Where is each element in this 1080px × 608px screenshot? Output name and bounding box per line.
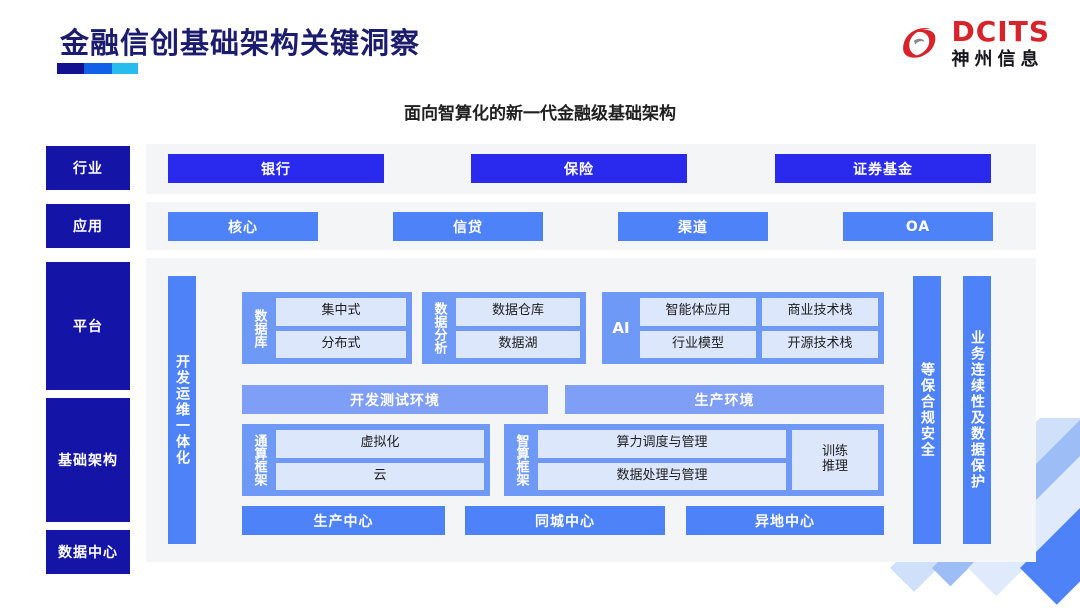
- environment-label: 生产环境: [694, 392, 755, 409]
- platform-group-data-analytics: 数据分析 数据仓库 数据湖: [422, 292, 586, 364]
- infra-cell[interactable]: 数据处理与管理: [538, 462, 786, 490]
- group-label: 数据分析: [431, 302, 447, 354]
- pillar-label: 等保合规安全: [919, 362, 935, 458]
- industry-label: 银行: [261, 161, 291, 178]
- infra-cell[interactable]: 虚拟化: [276, 430, 484, 458]
- application-label: OA: [905, 218, 931, 235]
- infra-group-intelligent-compute: 智算框架 算力调度与管理 数据处理与管理 训练 推理: [504, 424, 884, 496]
- application-button-channel[interactable]: 渠道: [618, 212, 768, 241]
- sidebar-item-label: 应用: [73, 219, 103, 235]
- platform-cell[interactable]: 行业模型: [640, 330, 756, 358]
- datacenter-label: 生产中心: [313, 513, 374, 530]
- sidebar-item-label: 数据中心: [58, 545, 118, 561]
- logo-wordmark-en: DCITS: [951, 15, 1050, 48]
- platform-cell[interactable]: 数据湖: [456, 330, 580, 358]
- diagram-subtitle: 面向智算化的新一代金融级基础架构: [404, 104, 676, 124]
- application-button-credit[interactable]: 信贷: [393, 212, 543, 241]
- group-label: AI: [612, 319, 630, 337]
- platform-cell[interactable]: 分布式: [276, 330, 406, 358]
- dcits-swirl-icon: [897, 21, 943, 67]
- pillar-label: 业务连续性及数据保护: [969, 330, 985, 490]
- platform-group-ai: AI 智能体应用 商业技术栈 行业模型 开源技术栈: [602, 292, 884, 364]
- datacenter-label: 同城中心: [535, 513, 595, 530]
- industry-button-securities[interactable]: 证券基金: [775, 154, 991, 183]
- datacenter-button-production[interactable]: 生产中心: [242, 506, 445, 535]
- datacenter-label: 异地中心: [755, 513, 815, 530]
- pillar-label: 开发运维一体化: [174, 354, 190, 466]
- platform-cell[interactable]: 数据仓库: [456, 298, 580, 326]
- application-label: 渠道: [678, 219, 708, 236]
- sidebar-item-label: 平台: [73, 319, 103, 335]
- pillar-devops[interactable]: 开发运维一体化: [168, 276, 196, 544]
- industry-button-bank[interactable]: 银行: [168, 154, 384, 183]
- group-label: 智算框架: [513, 434, 529, 486]
- logo-wordmark-cn: 神州信息: [951, 49, 1044, 70]
- group-label: 数据库: [251, 308, 267, 348]
- platform-cell[interactable]: 集中式: [276, 298, 406, 326]
- application-label: 信贷: [453, 219, 483, 236]
- application-button-oa[interactable]: OA: [843, 212, 993, 241]
- platform-group-database: 数据库 集中式 分布式: [242, 292, 412, 364]
- sidebar-item-industry[interactable]: 行业: [46, 146, 130, 190]
- title-accent-rule: [57, 63, 138, 74]
- infra-cell[interactable]: 云: [276, 462, 484, 490]
- platform-cell[interactable]: 开源技术栈: [762, 330, 878, 358]
- sidebar-item-label: 基础架构: [58, 453, 118, 469]
- environment-button-dev-test[interactable]: 开发测试环境: [242, 385, 548, 414]
- sidebar-item-platform[interactable]: 平台: [46, 262, 130, 390]
- datacenter-button-metro[interactable]: 同城中心: [465, 506, 665, 535]
- pillar-business-continuity[interactable]: 业务连续性及数据保护: [963, 276, 991, 544]
- brand-logo: DCITS 神州信息: [897, 18, 1050, 69]
- environment-label: 开发测试环境: [350, 392, 440, 409]
- industry-button-insurance[interactable]: 保险: [471, 154, 687, 183]
- platform-cell[interactable]: 商业技术栈: [762, 298, 878, 326]
- platform-cell[interactable]: 智能体应用: [640, 298, 756, 326]
- sidebar-item-label: 行业: [73, 161, 103, 177]
- infra-group-general-compute: 通算框架 虚拟化 云: [242, 424, 490, 496]
- environment-button-production[interactable]: 生产环境: [565, 385, 884, 414]
- industry-label: 证券基金: [853, 161, 913, 178]
- pillar-compliance-security[interactable]: 等保合规安全: [913, 276, 941, 544]
- infra-cell[interactable]: 算力调度与管理: [538, 430, 786, 458]
- sidebar-item-infrastructure[interactable]: 基础架构: [46, 398, 130, 522]
- page-title: 金融信创基础架构关键洞察: [60, 26, 421, 60]
- sidebar-item-datacenter[interactable]: 数据中心: [46, 530, 130, 574]
- sidebar-item-application[interactable]: 应用: [46, 204, 130, 248]
- application-label: 核心: [228, 219, 258, 236]
- group-label: 通算框架: [251, 434, 267, 486]
- application-button-core[interactable]: 核心: [168, 212, 318, 241]
- industry-label: 保险: [564, 161, 594, 178]
- infra-cell-training-inference[interactable]: 训练 推理: [792, 430, 878, 490]
- datacenter-button-remote[interactable]: 异地中心: [686, 506, 884, 535]
